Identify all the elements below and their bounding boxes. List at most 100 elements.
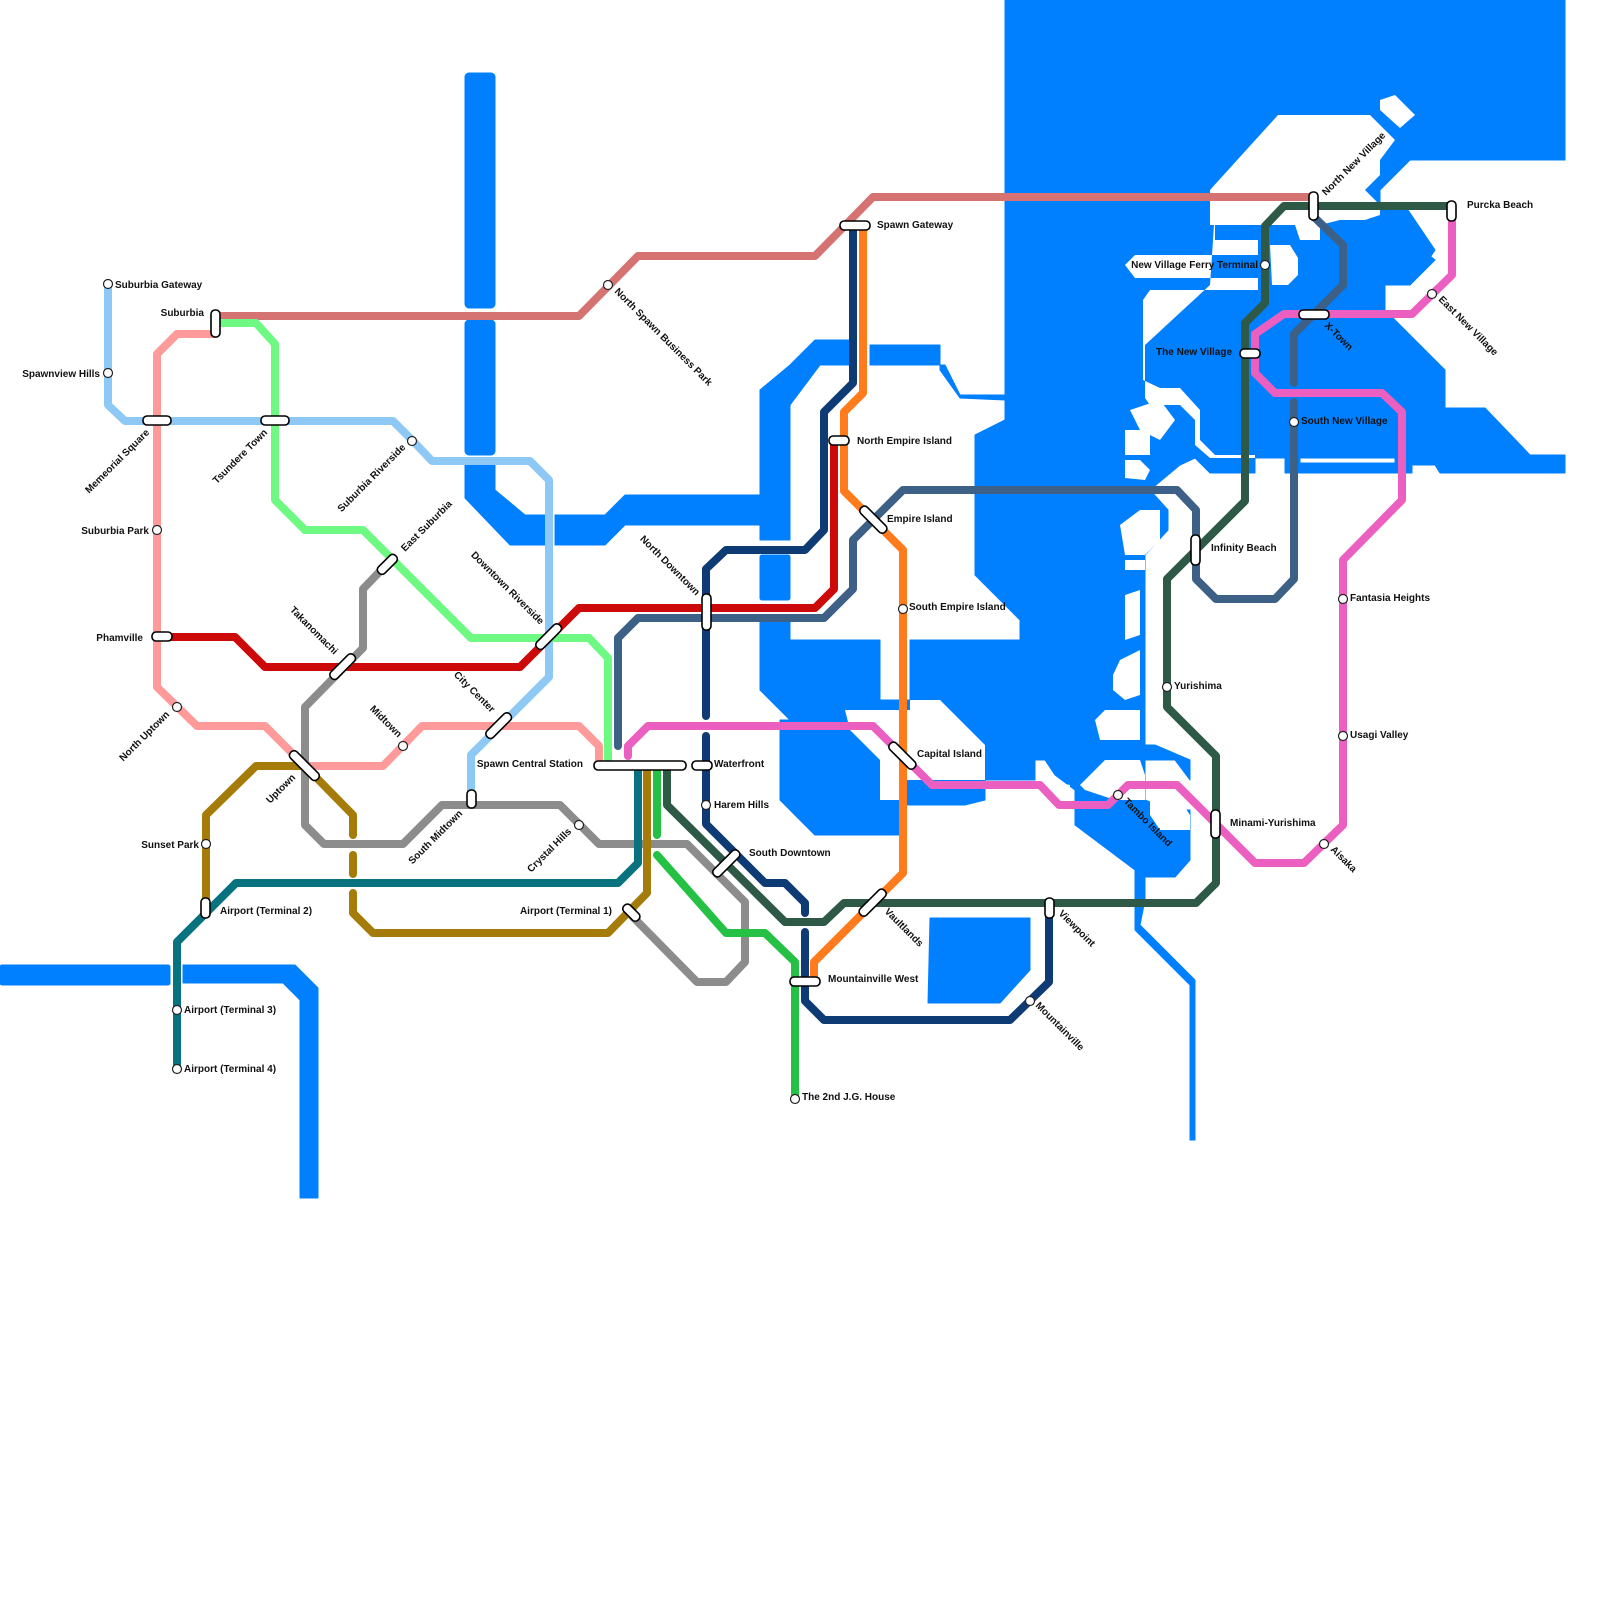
- label-suburbia-riverside: Suburbia Riverside: [336, 442, 409, 515]
- station-aisaka[interactable]: [1318, 838, 1330, 850]
- station-tambo-island[interactable]: [1112, 789, 1124, 801]
- lines: [104, 193, 1456, 1102]
- station-x-town[interactable]: [1298, 309, 1330, 320]
- label-north-downtown: North Downtown: [637, 534, 701, 598]
- label-south-midtown: South Midtown: [407, 808, 465, 866]
- station-vaultlands[interactable]: [857, 887, 887, 917]
- label-airport-t1: Airport (Terminal 1): [520, 906, 612, 917]
- label-north-empire-island: North Empire Island: [857, 436, 952, 447]
- label-spawn-gateway: Spawn Gateway: [877, 220, 954, 231]
- label-empire-island: Empire Island: [887, 514, 953, 525]
- station-spawnview-hills[interactable]: [102, 367, 114, 379]
- station-airport-t2[interactable]: [200, 897, 211, 919]
- station-sunset-park[interactable]: [200, 838, 212, 850]
- label-yurishima: Yurishima: [1174, 681, 1222, 692]
- station-capital-island[interactable]: [887, 740, 917, 770]
- label-midtown: Midtown: [367, 704, 403, 740]
- station-south-downtown[interactable]: [711, 848, 741, 878]
- station-north-spawn-business-park[interactable]: [602, 279, 614, 291]
- station-midtown[interactable]: [397, 740, 409, 752]
- station-city-center[interactable]: [484, 711, 513, 740]
- line-teal: [173, 762, 642, 1072]
- label-city-center: City Center: [451, 670, 497, 716]
- label-the-new-village: The New Village: [1156, 347, 1232, 358]
- station-airport-t4[interactable]: [171, 1063, 183, 1075]
- label-memeorial-square: Memeorial Square: [83, 427, 152, 496]
- station-waterfront[interactable]: [691, 760, 713, 771]
- label-east-suburbia: East Suburbia: [399, 498, 455, 554]
- station-north-uptown[interactable]: [171, 701, 183, 713]
- label-spawnview-hills: Spawnview Hills: [22, 369, 100, 380]
- station-east-suburbia[interactable]: [376, 553, 399, 576]
- station-uptown[interactable]: [288, 749, 321, 782]
- label-airport-t3: Airport (Terminal 3): [184, 1005, 276, 1016]
- line-navy-b: [702, 222, 857, 720]
- station-harem-hills[interactable]: [700, 799, 712, 811]
- station-north-new-village[interactable]: [1308, 191, 1319, 221]
- station-yurishima[interactable]: [1161, 681, 1173, 693]
- station-tsundere-town[interactable]: [260, 415, 290, 426]
- station-airport-t1[interactable]: [621, 902, 642, 923]
- station-airport-t3[interactable]: [171, 1004, 183, 1016]
- station-east-new-village[interactable]: [1426, 288, 1438, 300]
- label-east-new-village: East New Village: [1436, 294, 1500, 358]
- label-takanomachi: Takanomachi: [287, 605, 340, 658]
- station-new-village-ferry-terminal[interactable]: [1259, 259, 1271, 271]
- line-slate-b: [1290, 212, 1347, 387]
- station-fantasia-heights[interactable]: [1337, 593, 1349, 605]
- station-spawn-central-station[interactable]: [593, 760, 687, 771]
- label-uptown: Uptown: [264, 772, 298, 806]
- label-viewpoint: Viewpoint: [1056, 908, 1098, 950]
- station-infinity-beach[interactable]: [1190, 534, 1201, 566]
- station-minami-yurishima[interactable]: [1210, 809, 1221, 839]
- islands: [845, 95, 1415, 830]
- station-suburbia-riverside[interactable]: [406, 435, 418, 447]
- station-phamville[interactable]: [151, 631, 173, 642]
- station-spawn-gateway[interactable]: [839, 220, 871, 231]
- station-usagi-valley[interactable]: [1337, 730, 1349, 742]
- station-viewpoint[interactable]: [1044, 897, 1055, 919]
- station-purcka-beach[interactable]: [1446, 200, 1457, 222]
- station-suburbia-park[interactable]: [151, 524, 163, 536]
- station-mountainville-west[interactable]: [789, 976, 821, 987]
- station-memeorial-square[interactable]: [142, 415, 172, 426]
- label-airport-t4: Airport (Terminal 4): [184, 1064, 276, 1075]
- label-mountainville: Mountainville: [1033, 1000, 1086, 1053]
- label-tsundere-town: Tsundere Town: [211, 427, 270, 486]
- station-the-2nd-jg-house[interactable]: [789, 1093, 801, 1105]
- station-south-midtown[interactable]: [466, 789, 477, 809]
- label-harem-hills: Harem Hills: [714, 800, 769, 811]
- station-north-downtown[interactable]: [701, 593, 712, 631]
- station-mountainville[interactable]: [1024, 995, 1036, 1007]
- station-downtown-riverside[interactable]: [534, 622, 563, 651]
- line-green-b: [653, 851, 799, 1102]
- station-south-new-village[interactable]: [1288, 416, 1300, 428]
- station-suburbia-gateway[interactable]: [102, 278, 114, 290]
- line-pink: [153, 330, 603, 770]
- label-south-new-village: South New Village: [1301, 416, 1388, 427]
- line-gray: [301, 560, 749, 986]
- label-aisaka: Aisaka: [1328, 844, 1359, 875]
- label-south-downtown: South Downtown: [749, 848, 831, 859]
- water: [0, 0, 1566, 1199]
- line-slate: [614, 398, 1298, 750]
- station-suburbia[interactable]: [210, 309, 221, 338]
- stations: [102, 191, 1457, 1105]
- label-sunset-park: Sunset Park: [141, 840, 199, 851]
- label-infinity-beach: Infinity Beach: [1211, 543, 1277, 554]
- label-crystal-hills: Crystal Hills: [525, 826, 574, 875]
- station-south-empire-island[interactable]: [897, 603, 909, 615]
- station-takanomachi[interactable]: [328, 652, 357, 681]
- label-minami-yurishima: Minami-Yurishima: [1230, 818, 1316, 829]
- station-the-new-village[interactable]: [1239, 348, 1261, 359]
- line-navy-c: [801, 903, 1053, 1024]
- station-empire-island[interactable]: [858, 504, 888, 534]
- station-north-empire-island[interactable]: [828, 435, 850, 446]
- line-light-green: [212, 319, 612, 770]
- label-usagi-valley: Usagi Valley: [1350, 730, 1409, 741]
- label-suburbia-gateway: Suburbia Gateway: [115, 280, 203, 291]
- station-crystal-hills[interactable]: [573, 819, 585, 831]
- line-orange: [810, 222, 907, 986]
- label-suburbia-park: Suburbia Park: [81, 526, 149, 537]
